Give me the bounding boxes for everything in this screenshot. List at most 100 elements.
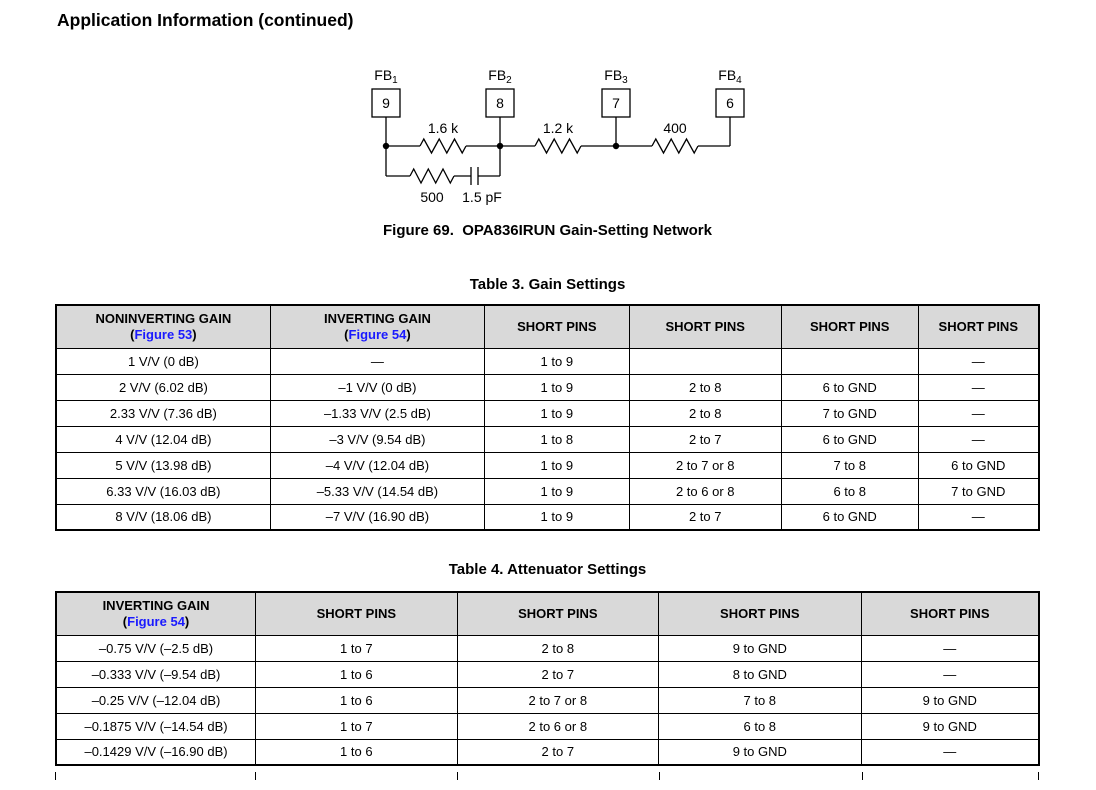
- column-header: NONINVERTING GAIN(Figure 53): [55, 304, 271, 349]
- column-title: SHORT PINS: [910, 605, 990, 621]
- resistor-value-label: 400: [663, 120, 687, 136]
- table-cell: 1 to 9: [484, 373, 630, 401]
- figure-ref-link[interactable]: Figure 53: [134, 326, 193, 342]
- table-cell: 1 to 6: [255, 738, 458, 766]
- table-cell: 2 to 6 or 8: [628, 477, 782, 505]
- table-cell: 5 V/V (13.98 dB): [55, 451, 271, 479]
- table-cell: 1 to 7: [255, 712, 458, 740]
- table-cell: 2 to 7: [628, 503, 782, 531]
- table-cell: 1 to 9: [484, 451, 630, 479]
- table-cell: 1 to 9: [484, 503, 630, 531]
- figure-ref-link[interactable]: Figure 54: [348, 326, 407, 342]
- table-cell: [628, 347, 782, 375]
- column-title: NONINVERTING GAIN: [95, 310, 232, 326]
- table-cell: –0.75 V/V (–2.5 dB): [55, 634, 257, 662]
- section-heading: Application Information (continued): [57, 10, 354, 30]
- column-figure-ref: (Figure 54): [122, 613, 190, 629]
- table-cell: 6 to GND: [780, 373, 919, 401]
- junction-dot: [496, 142, 504, 150]
- table-cell: 7 to GND: [917, 477, 1040, 505]
- table-cell: 1 to 6: [255, 686, 458, 714]
- column-header: SHORT PINS: [780, 304, 919, 349]
- table-cell: 9 to GND: [860, 686, 1040, 714]
- gain-settings-table: NONINVERTING GAIN(Figure 53)INVERTING GA…: [55, 304, 1040, 531]
- table-cell: 6 to 8: [780, 477, 919, 505]
- table-cell: 6 to GND: [917, 451, 1040, 479]
- table-border-stub: [658, 772, 660, 780]
- figure-ref-link[interactable]: Figure 54: [127, 613, 185, 629]
- table-cell: 2 to 7 or 8: [628, 451, 782, 479]
- table-border-stub: [456, 772, 458, 780]
- table-cell: 2 to 8: [456, 634, 660, 662]
- table-continuation-stubs: [55, 772, 1040, 780]
- column-header: SHORT PINS: [255, 591, 458, 636]
- table-border-stub: [55, 772, 56, 780]
- table-cell: 1 to 6: [255, 660, 458, 688]
- table-cell: 7 to GND: [780, 399, 919, 427]
- column-title: SHORT PINS: [938, 318, 1018, 334]
- column-figure-ref: (Figure 53): [130, 326, 197, 342]
- pin-box: [485, 88, 515, 118]
- table-row: 2.33 V/V (7.36 dB)–1.33 V/V (2.5 dB)1 to…: [55, 399, 1040, 427]
- column-figure-ref: (Figure 54): [344, 326, 411, 342]
- capacitor-value-label: 1.5 pF: [462, 189, 502, 205]
- column-header: SHORT PINS: [658, 591, 862, 636]
- table-cell: 7 to 8: [780, 451, 919, 479]
- column-header: SHORT PINS: [628, 304, 782, 349]
- pin-box: [371, 88, 401, 118]
- table-cell: –5.33 V/V (14.54 dB): [269, 477, 486, 505]
- column-header: SHORT PINS: [860, 591, 1040, 636]
- junction-dot: [612, 142, 620, 150]
- pin-number: 6: [726, 95, 734, 111]
- fb-label: FB1: [374, 67, 398, 86]
- column-header: SHORT PINS: [484, 304, 630, 349]
- table-cell: 2 to 8: [628, 373, 782, 401]
- table-cell: –0.25 V/V (–12.04 dB): [55, 686, 257, 714]
- table-cell: [780, 347, 919, 375]
- pin-box: [601, 88, 631, 118]
- table-border-stub: [861, 772, 863, 780]
- table-cell: 9 to GND: [658, 738, 862, 766]
- column-header: SHORT PINS: [917, 304, 1040, 349]
- table-cell: –0.1875 V/V (–14.54 dB): [55, 712, 257, 740]
- junction-dots: [382, 142, 620, 150]
- column-title: SHORT PINS: [316, 605, 397, 621]
- table-cell: —: [917, 347, 1040, 375]
- table-cell: 2 to 7 or 8: [456, 686, 660, 714]
- table-cell: 2 to 7: [456, 660, 660, 688]
- table-cell: –0.333 V/V (–9.54 dB): [55, 660, 257, 688]
- resistor-value-label: 500: [420, 189, 444, 205]
- column-title: INVERTING GAIN: [323, 310, 431, 326]
- column-title: SHORT PINS: [517, 318, 597, 334]
- table-cell: 6 to GND: [780, 503, 919, 531]
- table-cell: 2 V/V (6.02 dB): [55, 373, 271, 401]
- table-cell: 2 to 8: [628, 399, 782, 427]
- table-cell: –0.1429 V/V (–16.90 dB): [55, 738, 257, 766]
- resistor-symbol: [409, 167, 455, 185]
- table-cell: —: [860, 634, 1040, 662]
- table-cell: 1 to 8: [484, 425, 630, 453]
- pin-number: 9: [382, 95, 390, 111]
- circuit-wires: [371, 88, 745, 185]
- table-cell: 9 to GND: [860, 712, 1040, 740]
- table-cell: 2 to 7: [628, 425, 782, 453]
- resistor-symbol: [534, 137, 582, 155]
- table-cell: 1 to 7: [255, 634, 458, 662]
- header-row: NONINVERTING GAIN(Figure 53)INVERTING GA…: [55, 304, 1040, 349]
- table-cell: –3 V/V (9.54 dB): [269, 425, 486, 453]
- column-header: INVERTING GAIN(Figure 54): [269, 304, 486, 349]
- gain-setting-network-diagram: FB1 FB2 FB3 FB4 9 8 7 6 1.6 k 1.2 k 400 …: [330, 55, 780, 205]
- fb-label: FB2: [488, 67, 512, 86]
- pin-box: [715, 88, 745, 118]
- resistor-symbol: [651, 137, 699, 155]
- column-header: SHORT PINS: [456, 591, 660, 636]
- table-row: 1 V/V (0 dB)—1 to 9—: [55, 347, 1040, 375]
- column-title: SHORT PINS: [810, 318, 890, 334]
- table-cell: —: [917, 503, 1040, 531]
- table-cell: —: [860, 738, 1040, 766]
